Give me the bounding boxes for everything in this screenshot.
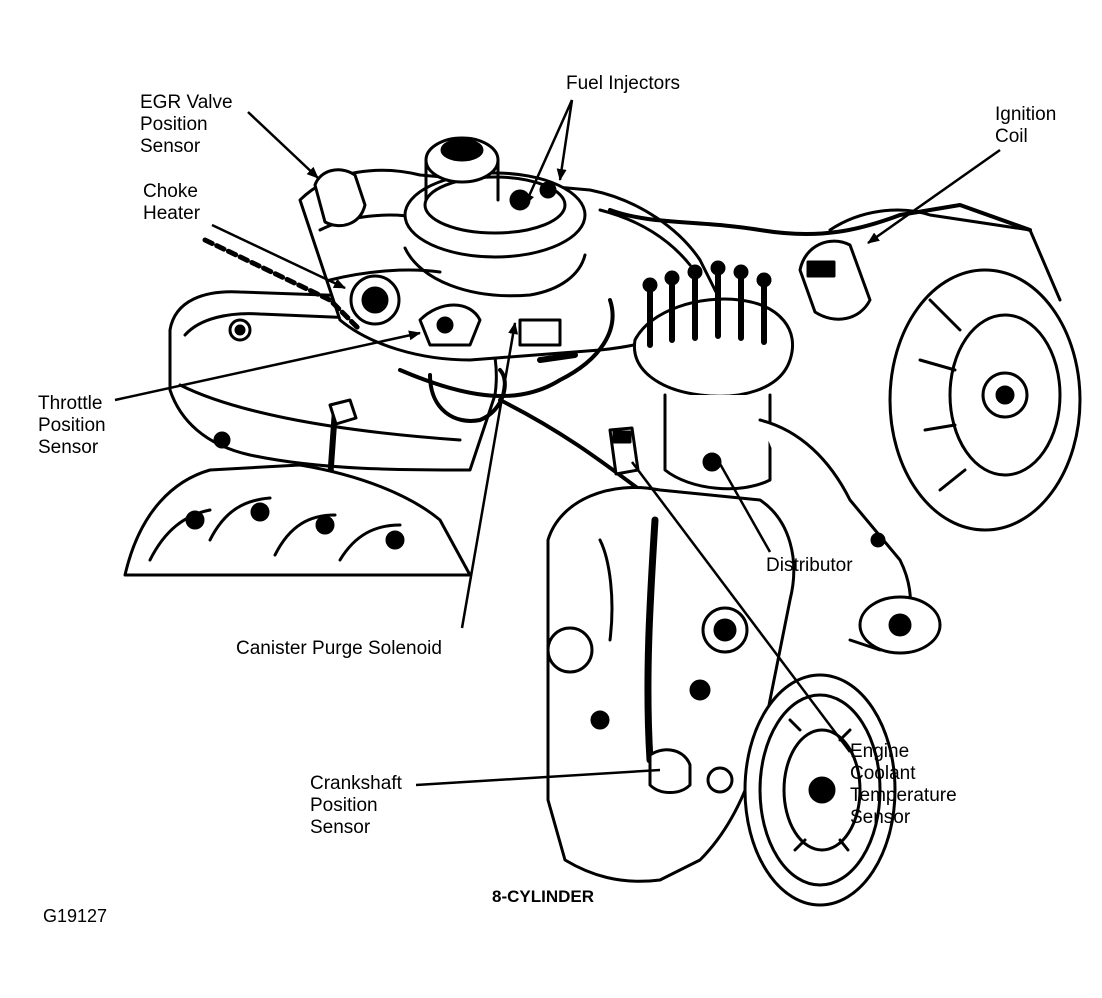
distributor-leader <box>713 454 772 553</box>
ignition-coil-label: Ignition Coil <box>995 104 1057 147</box>
choke-heater-label: Choke Heater <box>143 181 201 224</box>
egr-leader <box>247 111 319 179</box>
ignition-coil-body <box>798 208 1062 321</box>
choke-heater-leader <box>211 223 346 290</box>
leader-lines <box>114 99 1001 787</box>
wiring-harness <box>398 203 1032 492</box>
engine-coolant-temperature-sensor-label: Engine Coolant Temperature Sensor <box>850 741 957 828</box>
timing-cover <box>546 485 796 883</box>
ignition-coil-leader <box>867 148 1001 245</box>
distributor-label: Distributor <box>766 555 853 576</box>
throttle-position-leader <box>114 330 421 402</box>
left-exhaust-manifold <box>123 463 472 577</box>
figure-id: G19127 <box>43 906 108 926</box>
diagram-caption: 8-CYLINDER <box>492 887 595 906</box>
canister-purge-leader <box>460 322 519 629</box>
throttle-position-sensor-label: Throttle Position Sensor <box>38 393 106 458</box>
coolant-temp-leader <box>631 461 851 753</box>
distributor-body <box>632 260 795 491</box>
egr-valve <box>313 168 482 347</box>
canister-purge-solenoid-label: Canister Purge Solenoid <box>236 638 442 659</box>
alternator <box>888 268 1082 532</box>
crankshaft-position-sensor-label: Crankshaft Position Sensor <box>310 773 402 838</box>
egr-valve-position-sensor-label: EGR Valve Position Sensor <box>140 92 233 157</box>
crank-sensor-body <box>648 748 692 794</box>
crankshaft-leader <box>415 768 661 787</box>
fuel-injectors-label: Fuel Injectors <box>566 73 681 94</box>
fuel-injectors-leader-right <box>556 99 574 181</box>
engine-illustration <box>123 136 1082 907</box>
crank-pulley <box>743 673 897 907</box>
fuel-injectors-leader-left <box>523 99 574 206</box>
coolant-sensor-body <box>608 426 640 476</box>
front-block <box>758 418 942 655</box>
